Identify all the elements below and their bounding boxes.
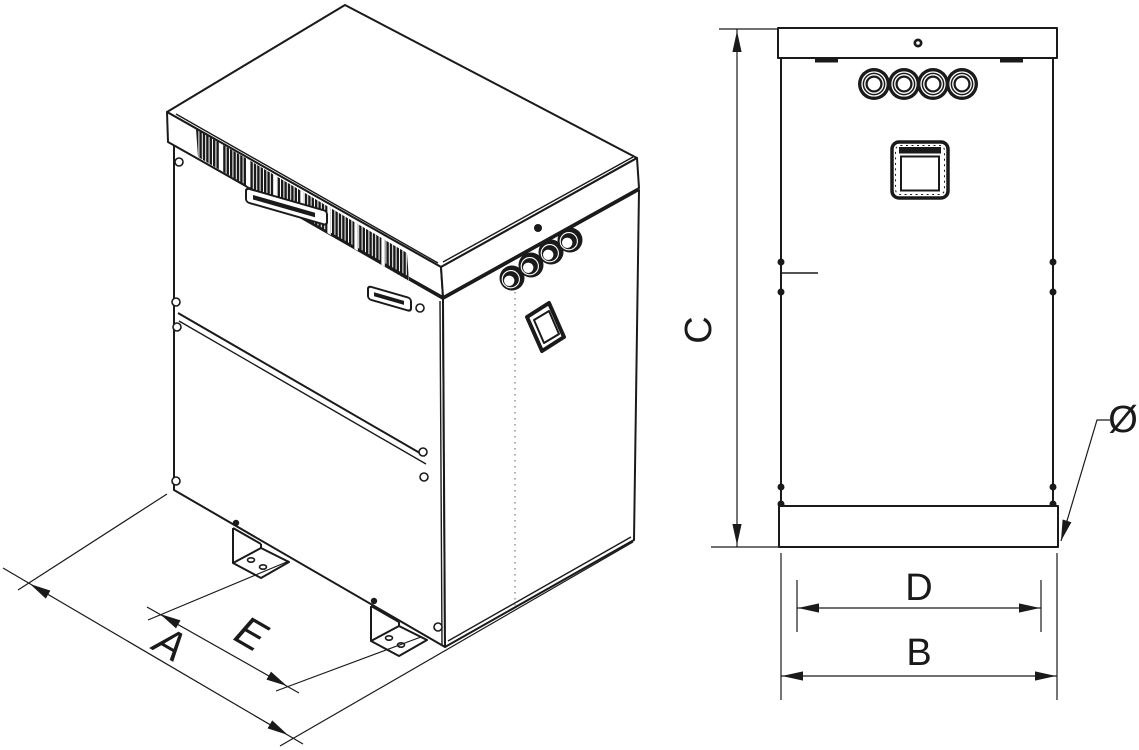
dim-label-height: C bbox=[678, 316, 720, 343]
cable-gland bbox=[557, 227, 583, 253]
cable-gland bbox=[946, 68, 978, 100]
dim-label-overall-width: B bbox=[906, 632, 931, 674]
iso-access-port bbox=[525, 301, 566, 353]
dim-hole-diameter: Ø bbox=[1060, 399, 1138, 542]
cable-gland bbox=[888, 68, 920, 100]
cable-gland bbox=[499, 265, 525, 291]
iso-body bbox=[173, 144, 640, 648]
isometric-view: E A bbox=[2, 4, 640, 747]
dim-label-hole-spacing: D bbox=[905, 567, 932, 609]
front-access-port bbox=[890, 140, 950, 200]
front-cable-glands bbox=[858, 68, 978, 100]
iso-screws bbox=[171, 157, 443, 632]
front-lid bbox=[777, 27, 1058, 59]
cable-gland bbox=[538, 239, 564, 265]
dim-label-overall-depth: A bbox=[144, 615, 194, 671]
dim-label-hole-diameter: Ø bbox=[1108, 399, 1138, 441]
front-hinges bbox=[777, 258, 1057, 508]
iso-foot-left bbox=[232, 519, 290, 579]
dim-label-foot-spacing: E bbox=[227, 606, 276, 661]
front-body bbox=[780, 57, 1054, 507]
iso-handle-upper bbox=[245, 187, 328, 226]
front-base-plinth bbox=[778, 505, 1059, 548]
iso-cable-glands bbox=[499, 224, 583, 291]
iso-handle-lower bbox=[367, 285, 412, 312]
front-view: C D B Ø bbox=[678, 27, 1138, 700]
dim-D: D bbox=[796, 567, 1042, 632]
dim-C: C bbox=[678, 28, 780, 548]
cable-gland bbox=[518, 252, 544, 278]
iso-foot-right bbox=[370, 597, 428, 657]
dim-B: B bbox=[780, 553, 1058, 700]
cable-gland bbox=[917, 68, 949, 100]
cable-gland bbox=[858, 68, 890, 100]
